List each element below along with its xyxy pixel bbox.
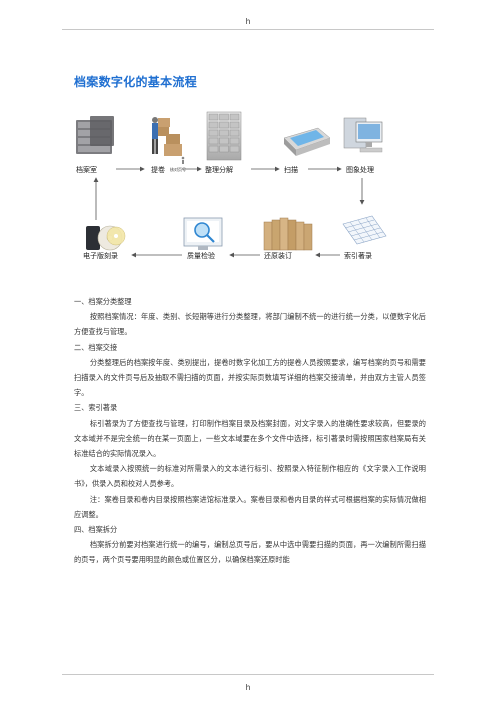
workflow-diagram: 档案室 提卷 核对页号 整理分解 扫描 图象处理 索引著录 xyxy=(76,111,387,260)
computer-icon xyxy=(343,117,383,153)
step-label-sort: 整理分解 xyxy=(205,165,233,174)
step-label-disc: 电子版刻录 xyxy=(83,251,118,260)
paragraph: 档案拆分前要对档案进行统一的编号，编制总页号后，要从中选中需要扫描的页面，再一次… xyxy=(74,540,426,565)
paragraph: 标引著录为了方便查找与管理，打印制作档案目录及档案封面，对文字录入的准确性要求较… xyxy=(74,418,426,459)
footer-rule xyxy=(62,674,434,675)
section-heading: 一、档案分类整理 xyxy=(74,297,132,306)
step-label-scan: 扫描 xyxy=(284,165,298,174)
magnifier-monitor-icon xyxy=(183,217,223,250)
header-rule xyxy=(62,29,434,30)
bound-files-icon xyxy=(263,217,313,251)
doc-title: 档案数字化的基本流程 xyxy=(74,75,198,89)
scanner-icon xyxy=(283,127,331,156)
page-footer: h xyxy=(245,683,251,692)
step-label-archive: 档案室 xyxy=(76,165,97,174)
paragraph: 注：案卷目录和卷内目录按照档案进馆标准录入。案卷目录和卷内目录的样式可根据档案的… xyxy=(74,494,426,519)
step-label-qc: 质量检验 xyxy=(187,251,215,260)
cd-drive-icon xyxy=(86,225,126,251)
paragraph: 文本域录入按照统一的标准对所需录入的文本进行标引、按照录入特征制作相应的《文字录… xyxy=(74,464,426,489)
document-body: 一、档案分类整理 按照档案情况：年度、类别、长短期等进行分类整理，将部门编制不统… xyxy=(74,294,426,568)
step-label-image: 图象处理 xyxy=(346,165,374,174)
page-header: h xyxy=(245,17,251,26)
step-label-index: 索引著录 xyxy=(344,251,372,260)
section-heading: 二、档案交接 xyxy=(74,342,118,352)
section-heading: 三、索引著录 xyxy=(74,403,118,413)
person-boxes-icon xyxy=(152,117,185,164)
step-note-retrieve: 核对页号 xyxy=(170,166,186,172)
step-label-rebind: 还原装订 xyxy=(264,251,292,260)
filing-cabinet-icon xyxy=(206,111,242,161)
archive-cabinet-icon xyxy=(76,116,114,154)
paragraph: 分类整理后的档案按年度、类别提出，提卷时数字化加工方的提卷人员按照要求，编写档案… xyxy=(74,357,426,398)
section-heading: 四、档案拆分 xyxy=(74,525,118,535)
step-label-retrieve: 提卷 xyxy=(151,165,165,174)
spreadsheet-icon xyxy=(342,215,387,245)
paragraph: 按照档案情况：年度、类别、长短期等进行分类整理，将部门编制不统一的进行统一分类，… xyxy=(74,312,426,337)
